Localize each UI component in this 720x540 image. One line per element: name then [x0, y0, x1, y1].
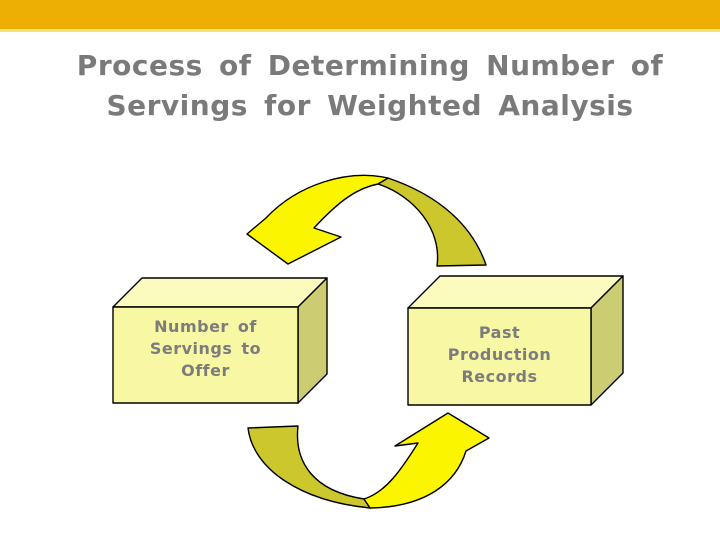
top-curved-arrow-shaded-half [377, 177, 487, 267]
bottom-curved-arrow-shaded-half [247, 425, 371, 509]
top-curved-arrow-icon [246, 174, 487, 267]
right-box-top-face [407, 275, 624, 309]
box-number-of-servings: Number of Servings to Offer [113, 307, 298, 403]
bottom-curved-arrow-icon [247, 412, 490, 509]
box-past-production-records-label: Past Production Records [447, 322, 552, 386]
box-number-of-servings-label: Number of Servings to Offer [149, 317, 262, 380]
box-past-production-records-shape [407, 275, 624, 406]
left-box-front-face [112, 306, 299, 404]
top-curved-arrow-head-half [246, 174, 389, 265]
box-past-production-records: Past Production Records [408, 308, 591, 405]
top-accent-bar [0, 0, 720, 32]
box-number-of-servings-shape [112, 277, 328, 404]
left-box-top-face [112, 277, 328, 308]
bottom-curved-arrow-head-half [363, 412, 490, 509]
slide-title: Process of Determining Number of Serving… [76, 49, 664, 122]
right-box-front-face [407, 307, 592, 406]
